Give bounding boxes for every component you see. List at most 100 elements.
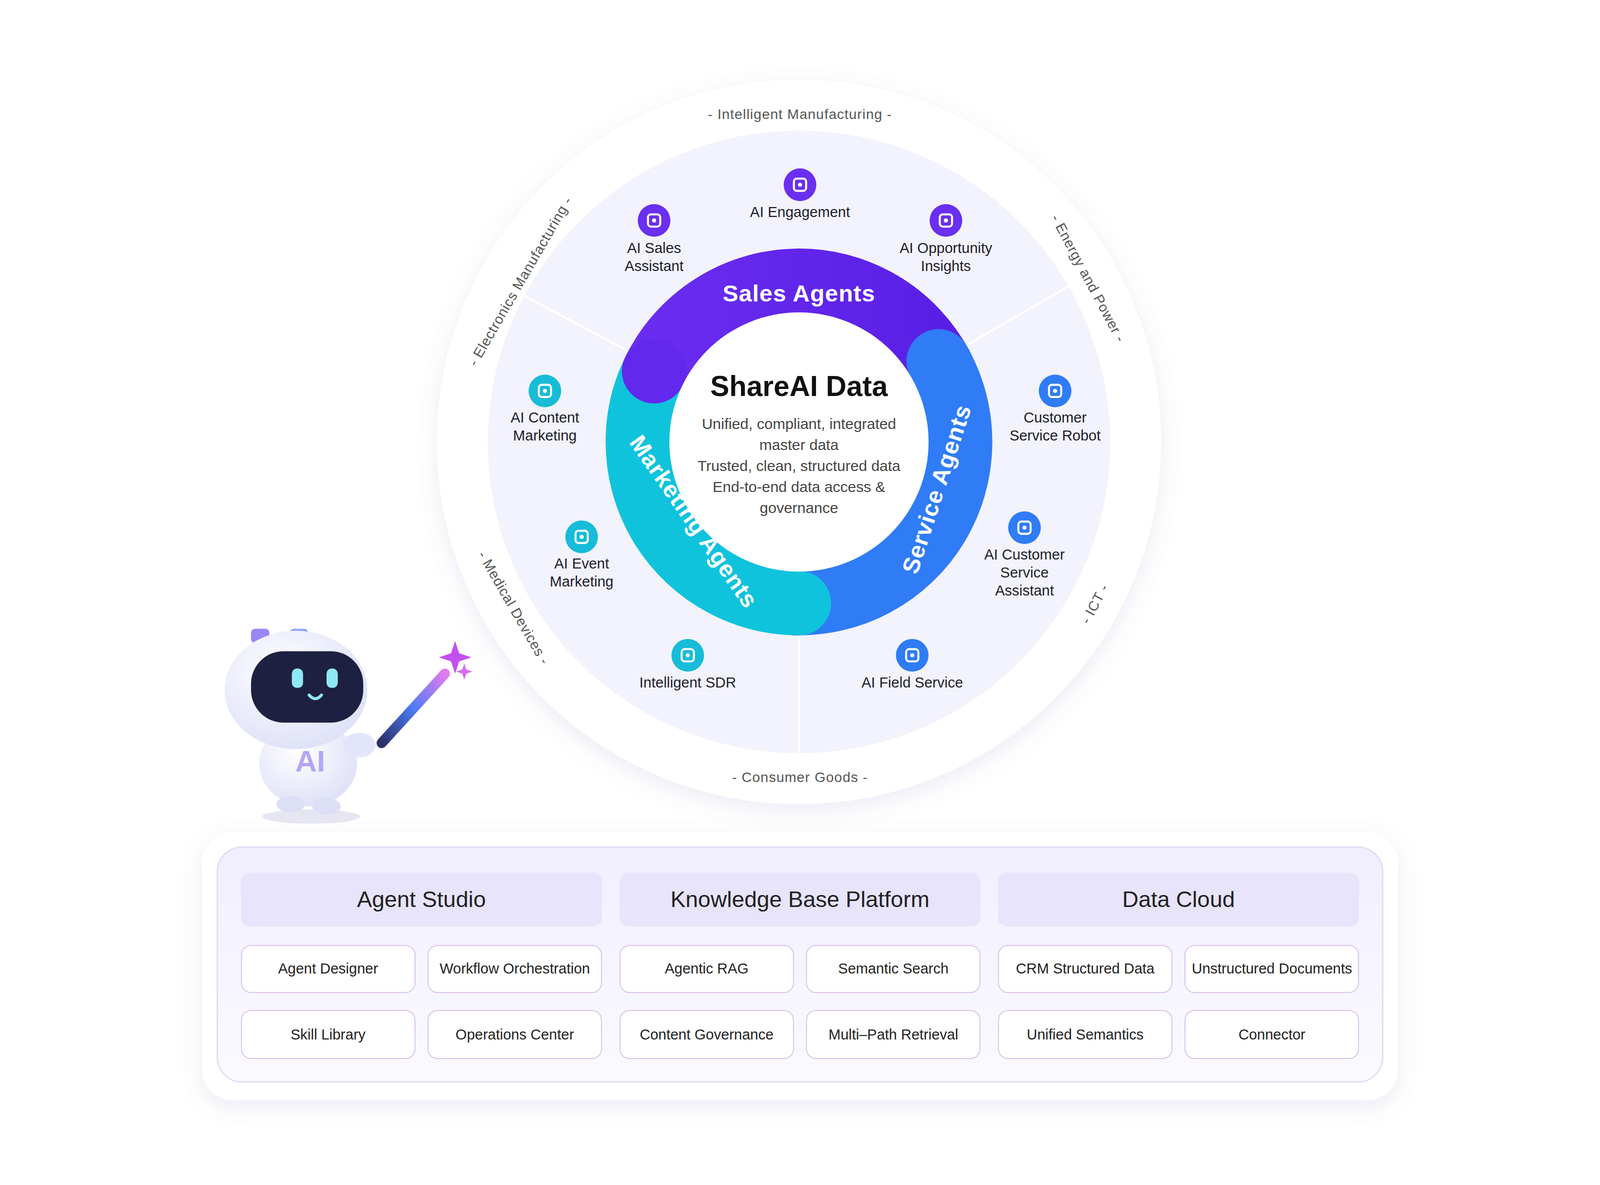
agent-icon: [565, 520, 598, 553]
sparkle: [439, 641, 472, 674]
capability-button: Workflow Orchestration: [427, 945, 602, 993]
industry-label: - Intelligent Manufacturing -: [708, 106, 892, 123]
robot-shadow: [262, 809, 360, 824]
agent-icon: [783, 168, 816, 201]
sector-divider: [798, 638, 800, 754]
robot-smile: [309, 695, 321, 699]
core-description: Trusted, clean, structured data: [679, 455, 919, 477]
core-title: ShareAI Data: [710, 369, 888, 403]
icon-glyph: [906, 649, 918, 661]
arc-label: Sales Agents: [722, 279, 875, 307]
icon-glyph: [685, 653, 690, 657]
box-text: Agent Studio: [357, 886, 486, 913]
agent-label: AI Sales Assistant: [611, 239, 697, 275]
agent-label: AI Customer Service Assistant: [975, 545, 1073, 600]
platform-panel-outer: [202, 832, 1398, 1101]
icon-glyph: [944, 218, 948, 223]
agent-label: AI Event Marketing: [539, 554, 624, 591]
arc-cap: [767, 571, 832, 636]
arc-cap: [622, 339, 687, 404]
capability-button: Connector: [1184, 1010, 1359, 1059]
icon-glyph: [648, 214, 660, 227]
robot-arm: [343, 733, 376, 758]
agent-icon: [1039, 374, 1072, 407]
industry-label: - Consumer Goods -: [732, 769, 868, 786]
icon-glyph: [794, 178, 806, 191]
capability-button: Agentic RAG: [619, 945, 794, 993]
capability-button: Skill Library: [241, 1010, 416, 1059]
agent-label: AI Field Service: [861, 673, 963, 692]
icon-glyph: [575, 530, 588, 543]
icon-glyph: [539, 385, 551, 397]
robot-visor: [251, 651, 363, 723]
icon-glyph: [652, 218, 656, 223]
platform-header: Knowledge Base Platform: [619, 872, 981, 927]
agent-icon: [929, 204, 962, 237]
robot-eye: [326, 668, 338, 688]
agent-icon: [528, 374, 561, 407]
box-text: Agent Designer: [278, 960, 378, 977]
box-text: Unstructured Documents: [1191, 960, 1352, 977]
magic-wand: [381, 673, 445, 743]
agent-label: Intelligent SDR: [639, 673, 736, 692]
platform-header: Agent Studio: [241, 872, 602, 927]
capability-button: Multi–Path Retrieval: [806, 1010, 981, 1059]
icon-glyph: [1018, 521, 1031, 534]
robot-foot: [312, 798, 341, 815]
box-text: Knowledge Base Platform: [670, 886, 930, 913]
capability-button: Agent Designer: [241, 945, 416, 993]
icon-glyph: [1053, 389, 1057, 393]
box-text: Multi–Path Retrieval: [828, 1026, 959, 1043]
agent-icon: [896, 639, 929, 672]
box-text: Semantic Search: [838, 960, 949, 977]
box-text: Unified Semantics: [1027, 1026, 1144, 1043]
box-text: Workflow Orchestration: [439, 960, 590, 977]
sector-divider: [968, 286, 1069, 344]
agent-label: Customer Service Robot: [1001, 408, 1109, 445]
platform-panel-inner: [217, 847, 1383, 1082]
capability-button: Content Governance: [619, 1010, 794, 1059]
icon-glyph: [543, 389, 547, 393]
capability-button: Unstructured Documents: [1184, 945, 1359, 993]
box-text: Content Governance: [639, 1026, 774, 1043]
capability-button: Unified Semantics: [998, 1010, 1173, 1059]
icon-glyph: [910, 653, 914, 657]
icon-glyph: [1022, 525, 1027, 530]
robot-illustration: [224, 628, 473, 824]
core-description: Unified, compliant, integrated master da…: [679, 413, 919, 456]
icon-glyph: [579, 535, 584, 539]
icon-glyph: [940, 214, 952, 227]
platform-header: Data Cloud: [998, 872, 1359, 927]
robot-foot: [276, 796, 305, 813]
box-text: Connector: [1238, 1026, 1306, 1043]
agent-arcs: [622, 280, 971, 635]
box-text: CRM Structured Data: [1016, 960, 1155, 977]
agent-icon: [638, 204, 671, 237]
agent-label: AI Opportunity Insights: [886, 239, 1006, 275]
capability-button: Operations Center: [427, 1010, 602, 1059]
sector-dividers: [524, 286, 1069, 754]
sparkle: [456, 663, 473, 680]
agent-icon: [1008, 511, 1041, 544]
agent-label: AI Content Marketing: [500, 408, 590, 445]
box-text: Skill Library: [290, 1026, 366, 1043]
robot-eye: [292, 668, 303, 688]
capability-button: CRM Structured Data: [998, 945, 1173, 993]
robot-badge: AI: [295, 744, 325, 779]
agent-icons: [528, 168, 1072, 672]
sector-disc: [488, 130, 1111, 753]
box-text: Agentic RAG: [664, 960, 749, 977]
icon-glyph: [1049, 385, 1061, 397]
icon-glyph: [798, 182, 802, 187]
icon-glyph: [681, 649, 694, 661]
capability-button: Semantic Search: [806, 945, 981, 993]
robot-head: [224, 631, 368, 750]
core-description: End-to-end data access & governance: [679, 476, 919, 519]
arc-cap: [906, 329, 971, 394]
box-text: Data Cloud: [1122, 886, 1235, 913]
agent-icon: [671, 639, 704, 672]
box-text: Operations Center: [455, 1026, 574, 1043]
sector-divider: [524, 296, 626, 350]
outer-ring: [436, 79, 1161, 804]
